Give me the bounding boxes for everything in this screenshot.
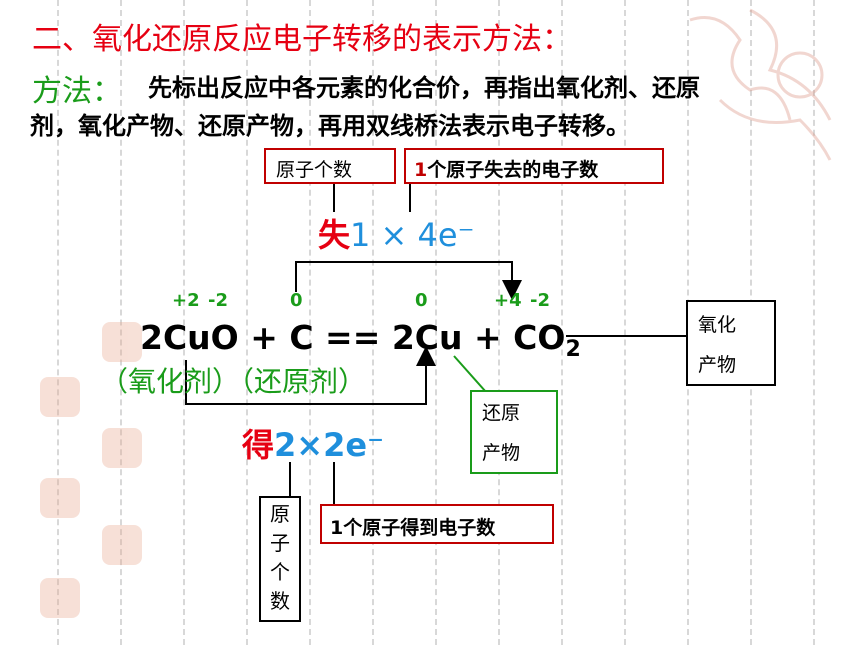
gained-electrons-text: 个原子得到电子数 [343, 517, 496, 539]
oxidation-product-box: 氧化 产物 [686, 300, 776, 386]
background-rule [372, 0, 374, 645]
background-rule [57, 0, 59, 645]
reduction-product-line2: 产物 [482, 442, 521, 464]
background-rule [309, 0, 311, 645]
lose-electrons-label: 失1 × 4e⁻ [318, 210, 474, 256]
atom-count-char: 子 [270, 531, 290, 555]
ox-state-o-co2: -2 [530, 290, 550, 311]
ox-state-c: 0 [290, 290, 303, 311]
background-rule [183, 0, 185, 645]
gained-electrons-box: 1个原子得到电子数 [320, 504, 554, 544]
ox-state-cu-cuo: +2 [172, 290, 200, 311]
atom-count-char: 个 [270, 560, 290, 584]
lost-electrons-label: 1个原子失去的电子数 [414, 155, 598, 182]
reagent-roles: （氧化剂）（还原剂） [100, 365, 367, 398]
atom-count-vertical: 原 子 个 数 [261, 500, 299, 616]
lost-electrons-text: 个原子失去的电子数 [427, 159, 599, 181]
lost-electrons-num: 1 [414, 159, 428, 181]
equation-main: 2CuO + C == 2Cu + CO [140, 318, 566, 357]
ox-state-cu: 0 [415, 290, 428, 311]
lose-char: 失 [318, 216, 351, 254]
oxidation-product-line1: 氧化 [698, 314, 737, 336]
gain-char: 得 [242, 426, 275, 464]
background-rule [246, 0, 248, 645]
equation-subscript: 2 [565, 337, 581, 362]
reduction-product-line1: 还原 [482, 402, 521, 424]
atom-count-char: 数 [270, 589, 290, 613]
reduction-product-box: 还原 产物 [470, 390, 558, 474]
gain-formula: 2×2e⁻ [274, 426, 384, 464]
oxidation-product-line2: 产物 [698, 354, 737, 376]
gained-electrons-label: 1个原子得到电子数 [330, 513, 495, 540]
background-rule [120, 0, 122, 645]
lost-electrons-box: 1个原子失去的电子数 [404, 148, 664, 184]
atom-count-char: 原 [270, 502, 290, 526]
background-rule [498, 0, 500, 645]
method-label: 方法： [32, 74, 122, 109]
lose-formula: 1 × 4e⁻ [350, 216, 475, 254]
background-rule [624, 0, 626, 645]
background-rule [813, 0, 815, 645]
background-rule [561, 0, 563, 645]
ox-state-c-co2: +4 [494, 290, 522, 311]
atom-count-box-bottom: 原 子 个 数 [259, 496, 301, 622]
chemical-equation: 2CuO + C == 2Cu + CO2 [140, 318, 581, 362]
atom-count-label: 原子个数 [276, 159, 353, 181]
gain-electrons-label: 得2×2e⁻ [242, 420, 384, 466]
method-text-line2: 剂，氧化产物、还原产物，再用双线桥法表示电子转移。 [30, 112, 630, 140]
ox-state-o-cuo: -2 [208, 290, 228, 311]
page-title: 二、氧化还原反应电子转移的表示方法： [32, 22, 572, 57]
gained-electrons-num: 1 [330, 517, 344, 539]
atom-count-box-top: 原子个数 [264, 148, 396, 184]
background-rule [435, 0, 437, 645]
method-text-line1: 先标出反应中各元素的化合价，再指出氧化剂、还原 [148, 74, 700, 102]
